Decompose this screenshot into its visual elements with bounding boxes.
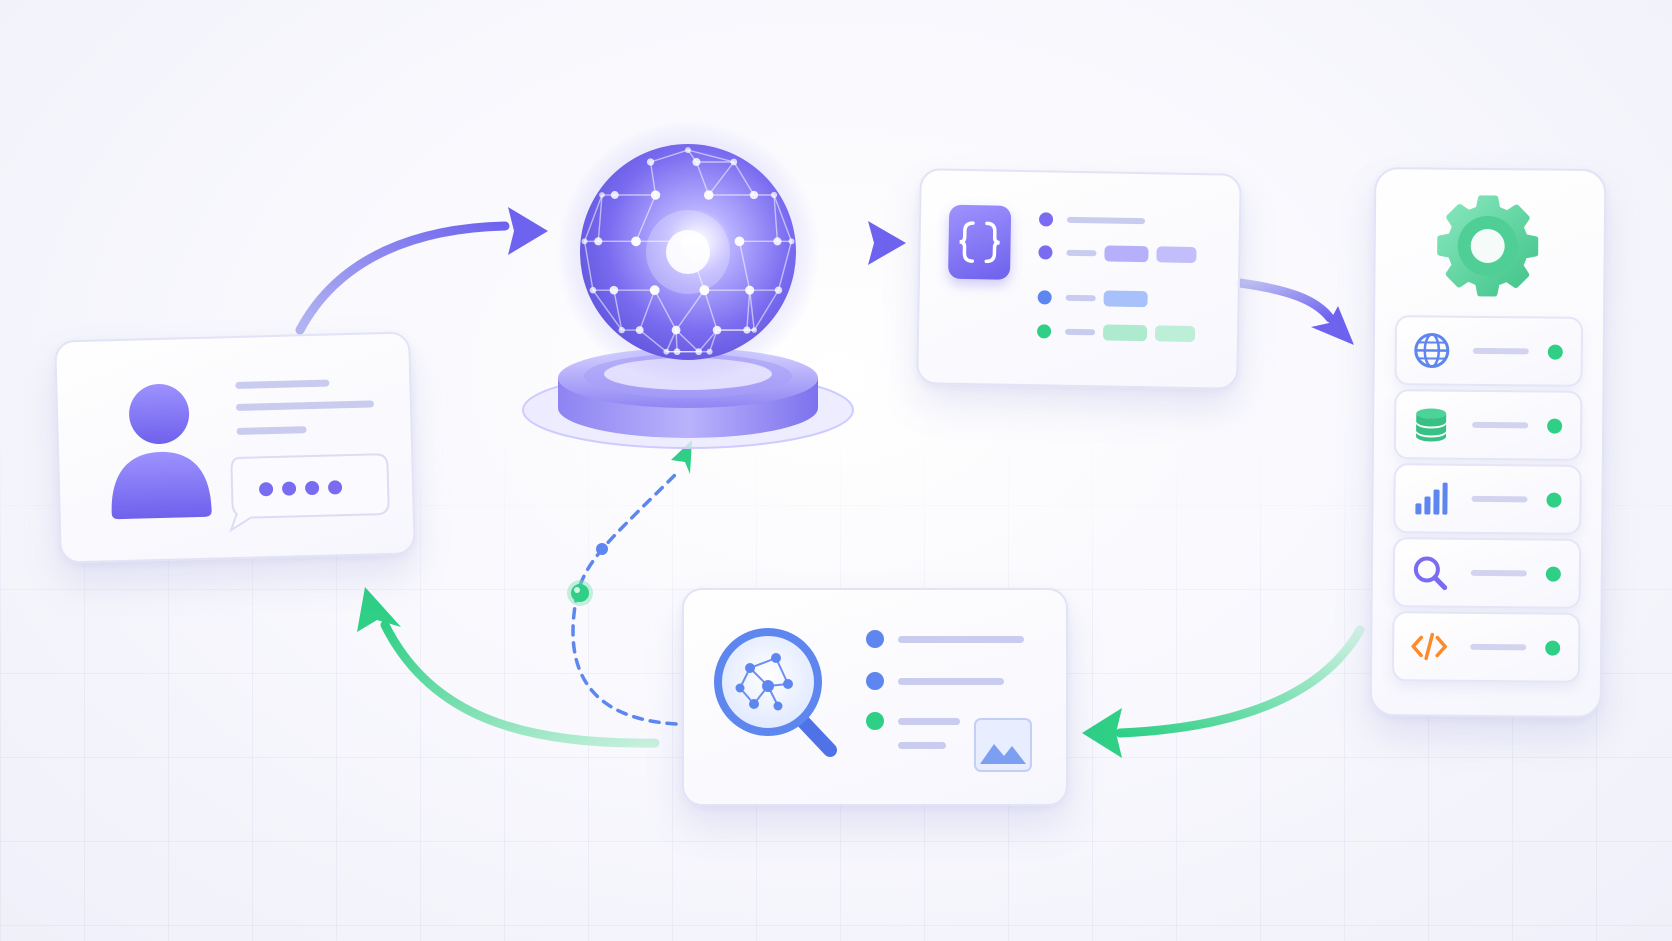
database-icon bbox=[1416, 408, 1447, 442]
text-line bbox=[1470, 643, 1527, 651]
tool-row-web[interactable] bbox=[1394, 315, 1584, 387]
tool-row-code[interactable] bbox=[1391, 611, 1581, 683]
text-line bbox=[1065, 294, 1096, 302]
arrow-user-to-ai bbox=[295, 207, 548, 335]
text-line bbox=[1471, 495, 1528, 503]
typing-dots-icon bbox=[259, 480, 343, 497]
status-dot bbox=[1038, 245, 1053, 260]
json-braces-icon bbox=[947, 204, 1012, 280]
text-line bbox=[1470, 569, 1527, 577]
tools-panel bbox=[1369, 166, 1607, 719]
user-icon bbox=[111, 383, 212, 520]
tool-row-analytics[interactable] bbox=[1393, 463, 1582, 535]
chat-bubble-icon bbox=[229, 453, 390, 533]
data-tag bbox=[1154, 325, 1196, 343]
text-line bbox=[898, 678, 1004, 685]
text-line bbox=[1065, 328, 1096, 336]
arrow-ai-to-output bbox=[817, 221, 906, 265]
status-indicator bbox=[1547, 418, 1563, 434]
data-tag bbox=[1156, 246, 1197, 264]
text-line bbox=[236, 426, 307, 435]
code-icon bbox=[1411, 632, 1447, 661]
status-indicator bbox=[1546, 492, 1562, 508]
text-line bbox=[235, 400, 374, 411]
text-line bbox=[898, 636, 1024, 643]
status-indicator bbox=[1545, 566, 1561, 582]
status-dot bbox=[1036, 324, 1052, 339]
bar-chart-icon bbox=[1415, 482, 1448, 515]
network-search-icon bbox=[714, 628, 837, 757]
tool-row-search[interactable] bbox=[1392, 537, 1582, 609]
text-line bbox=[898, 742, 946, 749]
text-line bbox=[1472, 347, 1529, 355]
status-dot bbox=[1038, 212, 1054, 227]
image-icon bbox=[974, 718, 1032, 772]
status-indicator bbox=[1547, 344, 1563, 360]
text-line bbox=[1066, 249, 1097, 257]
text-line bbox=[235, 379, 330, 389]
gear-icon bbox=[1437, 195, 1539, 297]
arrow-tools-to-search bbox=[1082, 625, 1365, 758]
status-indicator bbox=[1545, 640, 1561, 656]
data-tag bbox=[1102, 324, 1148, 342]
text-line bbox=[898, 718, 960, 725]
arrow-output-to-tools bbox=[1235, 278, 1354, 345]
status-dot bbox=[866, 712, 884, 730]
status-dot bbox=[1037, 290, 1052, 305]
globe-icon bbox=[1414, 333, 1450, 369]
user-input-card bbox=[54, 331, 416, 564]
status-dot bbox=[866, 672, 884, 690]
network-globe-icon bbox=[556, 120, 820, 384]
status-dot bbox=[866, 630, 884, 648]
structured-output-card bbox=[916, 168, 1242, 390]
arrow-search-to-user bbox=[357, 587, 660, 748]
text-line bbox=[1472, 421, 1529, 429]
data-tag bbox=[1104, 245, 1149, 263]
text-line bbox=[1066, 216, 1146, 225]
search-results-card bbox=[682, 588, 1068, 806]
dashed-arrow-search-to-ai bbox=[567, 440, 692, 726]
search-icon bbox=[1413, 556, 1448, 591]
data-tag bbox=[1103, 290, 1148, 308]
tool-row-database[interactable] bbox=[1393, 389, 1583, 461]
